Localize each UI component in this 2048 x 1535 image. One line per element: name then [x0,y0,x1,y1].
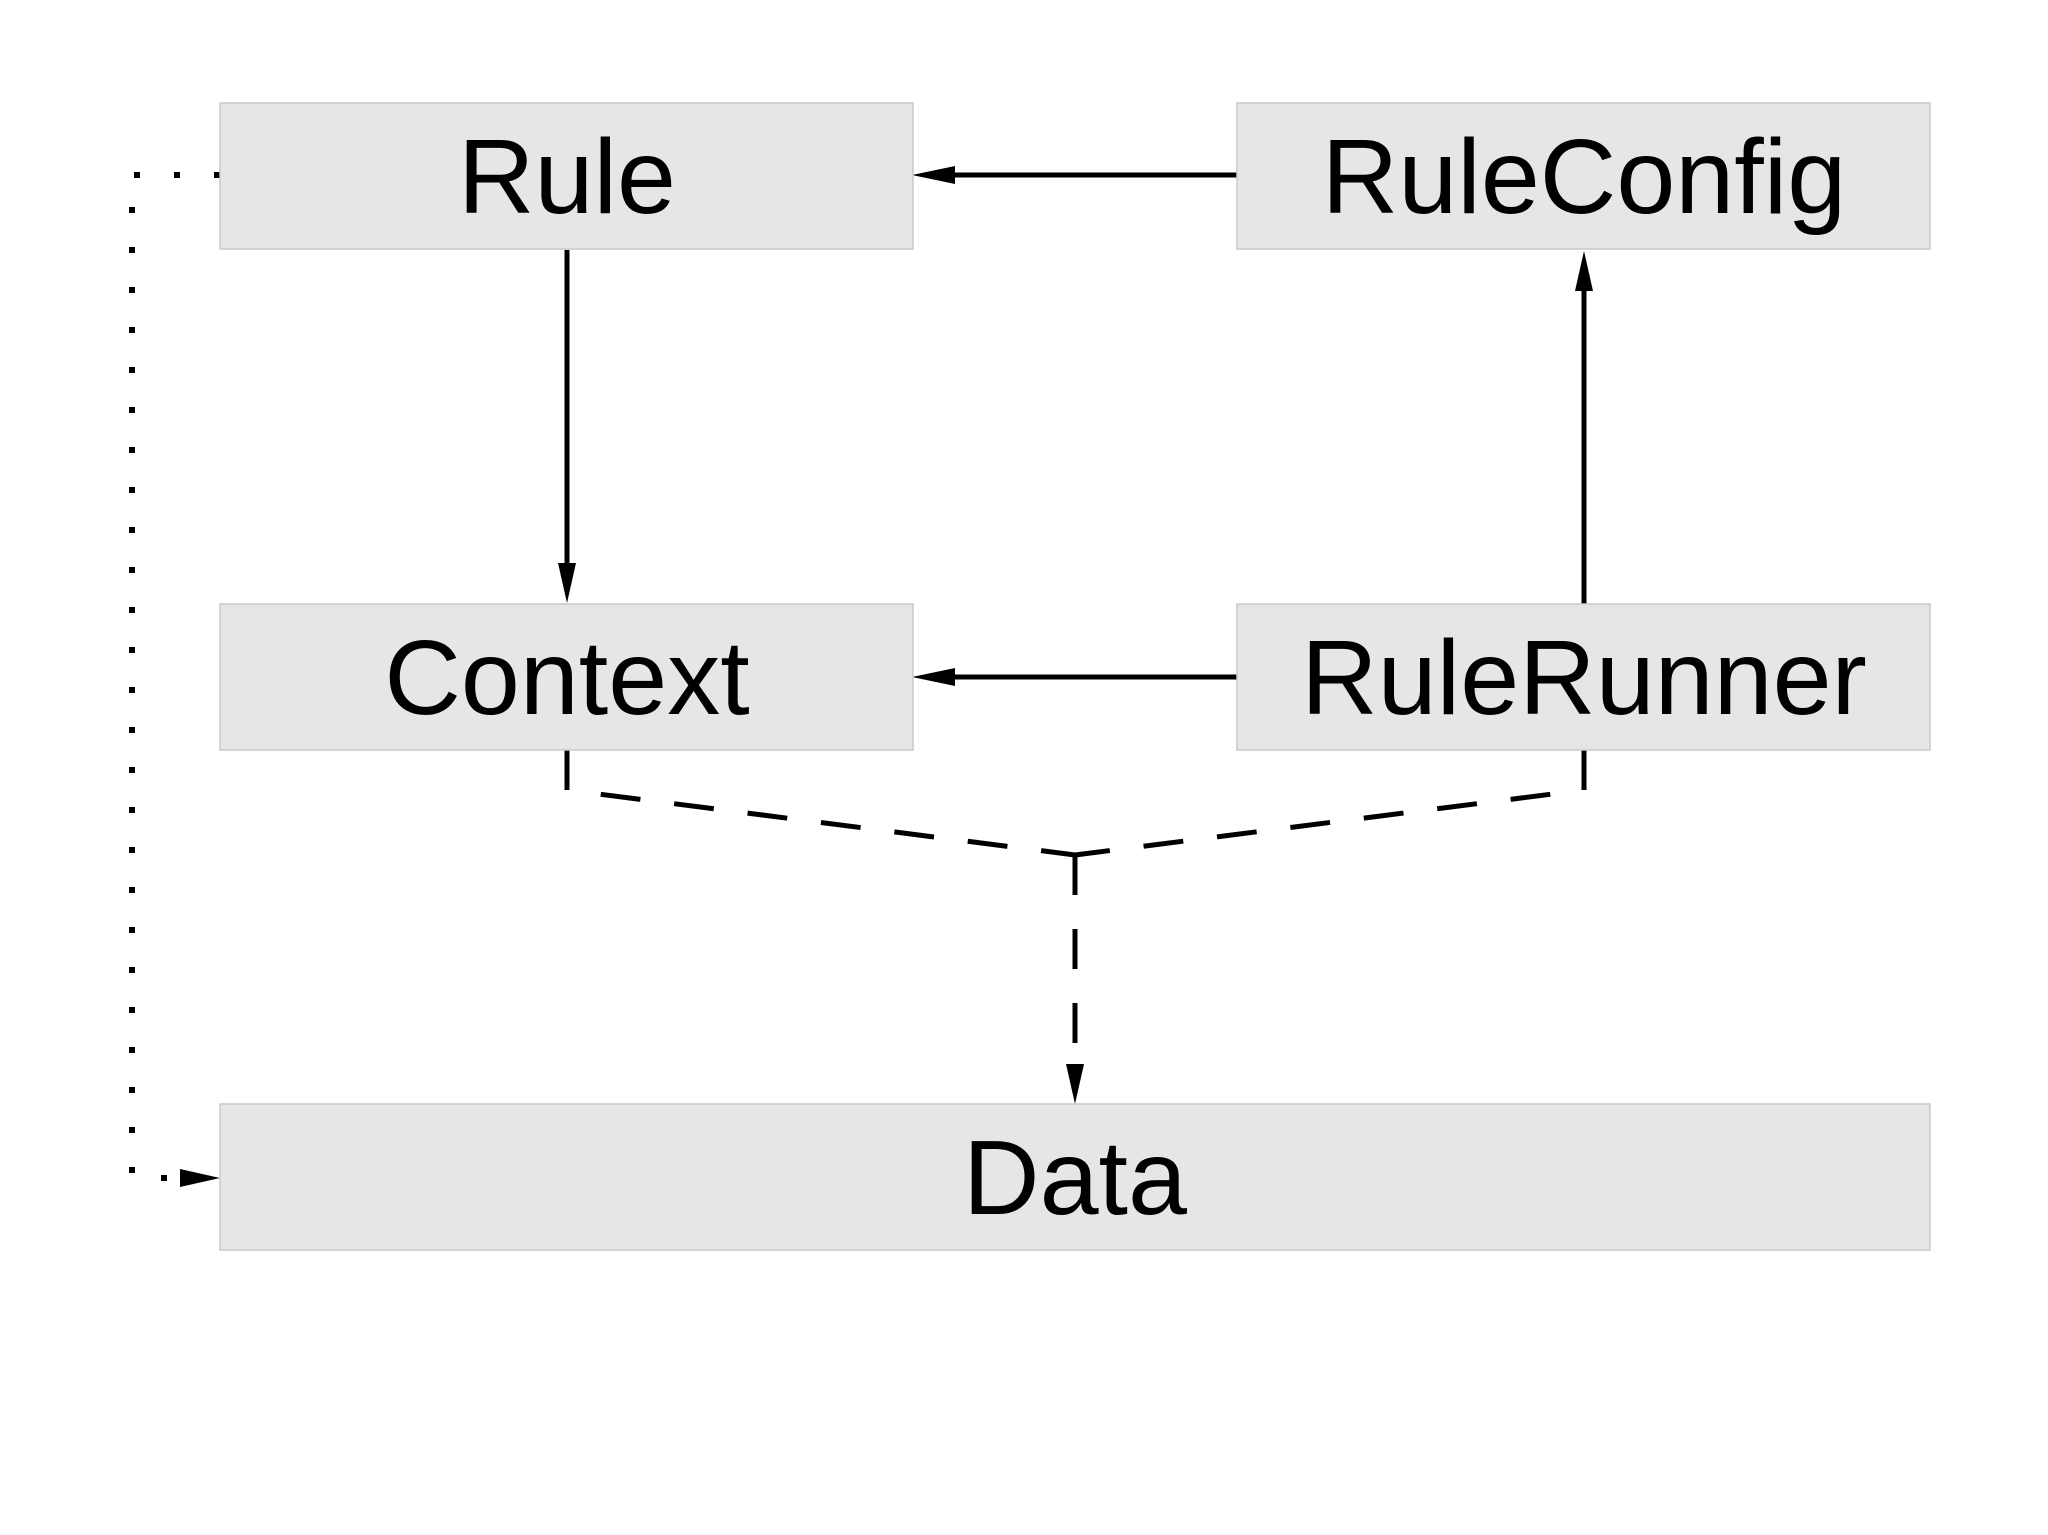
node-rulerunner-label: RuleRunner [1301,619,1867,737]
edge-rule-to-data [129,172,220,1187]
edge-dashed-trunk-to-data [1066,855,1084,1104]
node-context: Context [219,603,914,751]
edge-context-to-data [564,750,1076,858]
edge-rulerunner-to-ruleconfig [1575,251,1593,604]
edge-rule-to-context [558,250,576,603]
node-rulerunner: RuleRunner [1236,603,1931,751]
node-context-label: Context [384,619,749,737]
node-rule: Rule [219,102,914,250]
edge-rulerunner-to-data [1074,750,1587,858]
edge-rulerunner-to-context [912,668,1237,686]
edge-ruleconfig-to-rule [912,166,1237,184]
node-ruleconfig-label: RuleConfig [1322,118,1846,236]
node-data: Data [219,1103,1931,1251]
node-ruleconfig: RuleConfig [1236,102,1931,250]
node-rule-label: Rule [458,118,676,236]
node-data-label: Data [963,1119,1187,1237]
